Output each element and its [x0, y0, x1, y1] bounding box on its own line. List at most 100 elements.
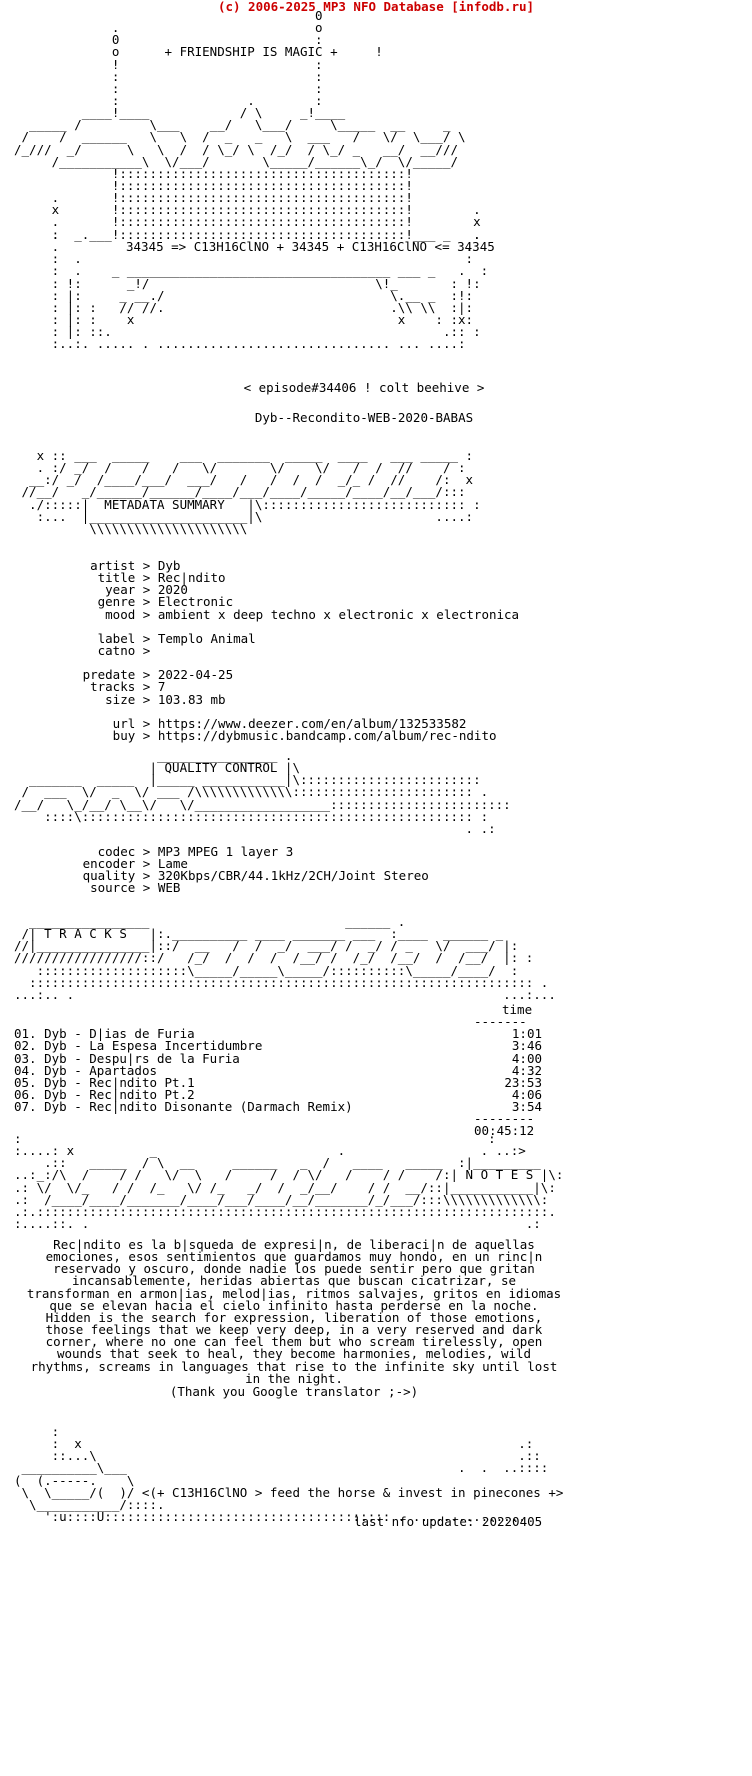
notes-banner-line: .: \/ \/_ / / /_ \/ /_ _/ / _/__/ / / __…	[14, 1179, 556, 1195]
notes-es-line: transforman en armon|ias, melod|ias, rit…	[26, 1285, 562, 1301]
footer-art-line: : x .:	[14, 1436, 534, 1452]
tracks-banner-line: ::::::::::::::::::::\_____/_____\_____/:…	[14, 962, 519, 978]
track-time: 4:32	[511, 1062, 542, 1078]
mid-banner-line: . . .	[14, 227, 481, 242]
top-banner-line: . !:::::::::::::::::::::::::::::::::::::…	[14, 190, 413, 206]
tracks-banner-line: ...:.. . ...:...	[14, 986, 556, 1002]
meta-label-value: Templo Animal	[157, 630, 256, 646]
notes-banner-line: :....::. . .:	[14, 1215, 541, 1231]
track-artist: Dyb	[44, 1038, 67, 1054]
meta-year-row: year > 2020	[60, 582, 188, 598]
mid-ascii-banner: . . . . . : . : : . _ ______	[14, 227, 752, 350]
tracks-banner-line: ::::::::::::::::::::::::::::::::::::::::…	[14, 974, 549, 990]
footer-art-line: ::...\ .::	[14, 1448, 541, 1464]
meta-predate-row: predate > 2022-04-25	[60, 667, 234, 683]
track-time: 4:06	[511, 1086, 542, 1102]
notes-banner-line: : :	[14, 1131, 496, 1146]
meta-buy-value: https://dybmusic.bandcamp.com/album/rec-…	[157, 727, 497, 743]
top-banner-line: /_/// _/ \ \ / / \_/ \ /_/ / \_/ _ __/ _…	[14, 141, 459, 157]
meta-title-row: title > Rec|ndito	[60, 570, 226, 586]
meta-tracks-value: 7	[157, 679, 166, 695]
mid-banner-line: . .	[14, 239, 474, 255]
mid-banner-line: : |: : x x : :x:	[14, 311, 474, 327]
meta-label-row: label > Templo Animal	[60, 630, 256, 646]
last-update-line: last nfo update: 20220405	[354, 1514, 543, 1529]
quality-codec-row: codec > MP3 MPEG 1 layer 3	[60, 844, 294, 859]
quality-ascii-banner: ________________ . | QUALITY CONTROL |\ …	[14, 749, 752, 835]
notes-banner-line: ..:_:/\ / / / \/ \ / / / \/ / / / /:| N …	[14, 1167, 564, 1183]
top-banner-line: : :	[14, 80, 323, 96]
track-title: La Espesa Incertidumbre	[89, 1038, 263, 1054]
top-banner-line: /___________\ \/___/ \_____/______\_/ \/…	[14, 153, 459, 169]
meta-genre-value: Electronic	[157, 594, 234, 610]
track-row: 07. Dyb - Rec|ndito Disonante (Darmach R…	[14, 1099, 542, 1115]
top-banner-line: !::::::::::::::::::::::::::::::::::::::!	[14, 177, 413, 193]
formula-line: 34345 => C13H16ClNO + 34345 + C13H16ClNO…	[126, 239, 495, 254]
notes-en-line: corner, where no one can feel them but w…	[45, 1334, 543, 1350]
meta-url-value: https://www.deezer.com/en/album/13253358…	[157, 715, 467, 731]
quality-encoder-value: Lame	[157, 856, 188, 872]
notes-spanish: Rec|ndito es la b|squeda de expresi|n, d…	[14, 1238, 574, 1313]
track-title: D|ias de Furia	[89, 1026, 195, 1042]
tracks-ascii-banner: ________________ ______ . /| T R A C K S…	[14, 915, 752, 1002]
notes-en-line: rhythms, screams in languages that rise …	[30, 1358, 558, 1374]
meta-tracks-row: tracks > 7	[60, 679, 166, 695]
track-number: 01.	[14, 1026, 37, 1042]
quality-quality-row: quality > 320Kbps/CBR/44.1kHz/2CH/Joint …	[60, 868, 429, 884]
top-banner-line: . !:::::::::::::::::::::::::::::::::::::…	[14, 214, 481, 230]
quality-source-row: source > WEB	[60, 880, 181, 896]
metadata-banner-line: . :/ _/ / / / \/ \/ \/ / / // / :	[14, 460, 481, 476]
metadata-banner-line: __:/ _/ /____/___/ ___/ / / / / _/_ / //…	[14, 472, 474, 488]
track-title: Rec|ndito Pt.2	[89, 1086, 195, 1102]
track-artist: Dyb	[44, 1074, 67, 1090]
footer-art-line: ( (.-----. \	[14, 1472, 135, 1488]
meta-buy-row: buy > https://dybmusic.bandcamp.com/albu…	[60, 727, 497, 743]
meta-year-value: 2020	[157, 582, 188, 598]
quality-source-value: WEB	[157, 880, 181, 896]
tracks-total-time: 00:45:12	[474, 1123, 535, 1139]
meta-genre-row: genre > Electronic	[60, 594, 234, 610]
top-banner-line: . o	[14, 20, 323, 36]
metadata-banner-line: :... |_____________________|\ ....:	[14, 508, 474, 524]
track-title: Despu|rs de la Furia	[89, 1050, 240, 1066]
meta-mood-value: ambient x deep techno x electronic x ele…	[157, 606, 520, 622]
mid-banner-line: : |: _ __./ \.__ _ :!:	[14, 287, 474, 303]
notes-es-line: que se elevan hacia el cielo infinito ha…	[49, 1297, 539, 1313]
thanks-wrapper: (Thank you Google translator ;->)	[14, 1384, 574, 1399]
notes-es-line: reservado y oscuro, donde nadie los pued…	[53, 1261, 535, 1277]
notes-ascii-banner: : ::....: x _ . . ..:> .:: _____ / \ __ …	[14, 1131, 752, 1231]
track-title: Apartados	[89, 1062, 157, 1078]
quality-section: codec > MP3 MPEG 1 layer 3 encoder > Lam…	[60, 844, 752, 896]
tracks-time-header: time	[502, 1002, 533, 1017]
track-time: 3:46	[511, 1038, 542, 1054]
metadata-ascii-banner: x :: ___ _____ ___ _______ _____ ____ __…	[14, 448, 752, 535]
mid-banner-line: : |: : // //. .\\ \\ :|:	[14, 299, 474, 315]
metadata-banner-line: x :: ___ _____ ___ _______ _____ ____ __…	[14, 448, 489, 463]
top-banner-line: x !:::::::::::::::::::::::::::::::::::::…	[14, 202, 481, 218]
quality-banner-line: ::::\:::::::::::::::::::::::::::::::::::…	[14, 808, 489, 824]
quality-banner-line: | QUALITY CONTROL |\	[14, 760, 300, 776]
meta-size-value: 103.83 mb	[157, 691, 226, 707]
tracks-banner-line: //|_______________|::/ __ / / _/ ___/ / …	[14, 938, 519, 954]
top-banner-line: / / ______ \ \ / _ _ \ ___ / \/ \___/ \	[14, 129, 466, 145]
mid-banner-line: : |: ::. .:: :	[14, 324, 481, 340]
meta-url-row: url > https://www.deezer.com/en/album/13…	[60, 715, 467, 731]
track-title: Rec|ndito Disonante (Darmach Remix)	[89, 1099, 353, 1115]
top-banner-line: ! :	[14, 56, 323, 72]
notes-banner-line: :....: x _ . . ..:>	[14, 1143, 526, 1159]
thanks-line: (Thank you Google translator ;->)	[169, 1384, 419, 1399]
quality-banner-line: / ___ \/ _ \/ ___ /\\\\\\\\\\\\\::::::::…	[14, 784, 489, 800]
top-banner-line: _____ / \___ __/ \___/ \_____ __ _	[14, 117, 451, 133]
meta-title-value: Rec|ndito	[157, 570, 226, 586]
last-update-wrapper: last nfo update: 20220405	[354, 1514, 752, 1529]
release-name-wrapper: Dyb--Recondito-WEB-2020-BABAS	[14, 411, 714, 424]
meta-size-row: size > 103.83 mb	[60, 691, 226, 707]
notes-banner-line: .:.:::::::::::::::::::::::::::::::::::::…	[14, 1203, 556, 1219]
metadata-banner-line: ./:::::| METADATA SUMMARY |\::::::::::::…	[14, 496, 481, 512]
